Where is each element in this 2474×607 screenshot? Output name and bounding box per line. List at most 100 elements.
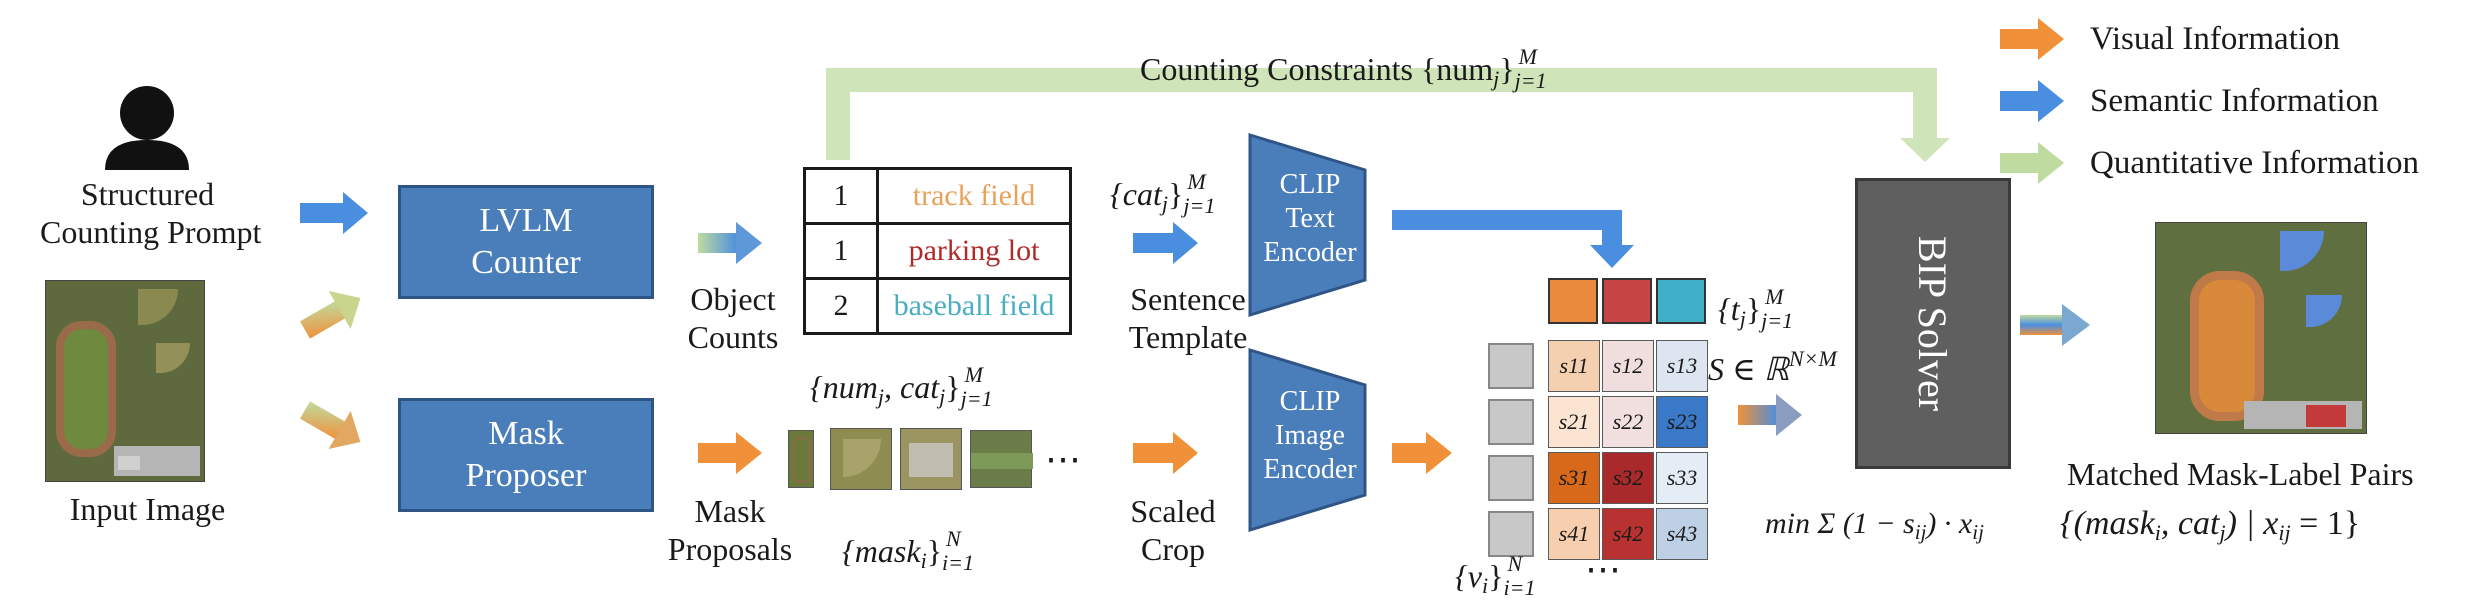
similarity-cell: s22 [1602,396,1654,448]
result-track-field [2190,271,2264,421]
s-space-sup: N×M [1789,346,1837,371]
mask-thumbs-ellipsis: ⋯ [1045,439,1081,479]
object-counts-line1: Object [690,281,776,317]
pairs-text: {(mask [2060,505,2155,542]
image-to-lvlm-arrow [300,290,361,339]
image-encoder-to-embeddings-arrow [1392,432,1452,474]
sentence-template-line2: Template [1128,319,1248,355]
similarity-cell: s31 [1548,452,1600,504]
clip-text-line2: Text [1285,203,1335,234]
category-label: baseball field [876,277,1072,335]
clip-image-line1: CLIP [1279,386,1341,417]
similarity-cell: s42 [1602,508,1654,560]
s-space-text: S ∈ ℝ [1708,351,1790,387]
scaled-crop-label: Scaled Crop [1118,492,1228,568]
matched-pairs-label: Matched Mask-Label Pairs [2067,456,2414,492]
track-field-shape [56,321,116,457]
v-set: {vi}i=1N [1455,551,1536,600]
mask-proposals-line2: Proposals [667,531,793,567]
mask-to-proposals-arrow [698,432,762,474]
num-cat-set: {numj, catj}j=1M [810,362,993,411]
bip-solver-box: BIP Solver [1855,178,2011,469]
objective-formula: min Σ (1 − sij) · xij [1765,507,1984,544]
visual-embedding-cell [1488,511,1534,557]
building-shape [118,456,140,470]
count-value: 1 [803,222,879,280]
baseball-field-shape-2 [156,343,190,373]
object-counts-line2: Counts [687,319,779,355]
visual-embedding-cell [1488,455,1534,501]
category-label: parking lot [876,222,1072,280]
lvlm-line1: LVLM [479,202,573,239]
result-baseball-field-1 [2280,231,2324,271]
similarity-cell: s23 [1656,396,1708,448]
mask-proposals-label: Mask Proposals [650,492,810,568]
legend-quantitative-label: Quantitative Information [2090,145,2419,181]
mask-line1: Mask [488,415,564,452]
v-set-text: {v [1455,558,1482,594]
visual-embedding-cell [1488,343,1534,389]
t-set-text: {t [1718,291,1740,327]
scaled-crop-arrow [1133,432,1198,474]
lvlm-to-counts-arrow [698,222,762,264]
clip-text-encoder-shape [1248,132,1367,318]
result-image [2155,222,2367,434]
result-baseball-field-2 [2306,295,2342,327]
legend-quantitative-arrow [2000,142,2064,184]
pairs-formula: {(maski, catj) | xij = 1} [2060,505,2361,545]
prompt-label-line2: Counting Prompt [40,214,262,250]
user-icon [105,86,189,170]
scaled-crop-line2: Crop [1141,531,1205,567]
prompt-to-lvlm-arrow [300,192,368,234]
input-aerial-image [45,280,205,482]
category-label: track field [876,167,1072,225]
objective-text: min Σ (1 − s [1765,507,1915,540]
clip-image-line2: Image [1275,420,1345,451]
count-value: 2 [803,277,879,335]
cat-set: {catj}j=1M [1110,169,1216,218]
counting-constraints-connector [826,68,1950,162]
text-embedding-cell [1602,278,1652,324]
baseball-field-shape-1 [138,289,178,325]
similarity-cell: s33 [1656,452,1708,504]
counting-constraints-text: Counting Constraints {num [1140,51,1494,87]
clip-text-line3: Encoder [1263,237,1357,268]
mask-proposer-box: Mask Proposer [398,398,654,512]
similarity-cell: s21 [1548,396,1600,448]
sentence-template-line1: Sentence [1130,281,1246,317]
legend-semantic-arrow [2000,80,2064,122]
similarity-cell: s12 [1602,340,1654,392]
count-value: 1 [803,167,879,225]
counting-constraints-label: Counting Constraints {numj}j=1M [1140,44,1547,93]
legend-visual-label: Visual Information [2090,21,2341,57]
bip-to-result-arrow [2020,304,2090,346]
clip-image-line3: Encoder [1263,454,1357,485]
object-counts-label: Object Counts [668,280,798,356]
mask-thumb-1 [788,430,814,488]
mask-proposals-line1: Mask [694,493,766,529]
input-image-label: Input Image [69,491,226,527]
visual-embedding-cell [1488,399,1534,445]
lvlm-counter-box: LVLM Counter [398,185,654,299]
image-to-mask-arrow [300,401,361,450]
matrix-to-bip-arrow [1738,394,1802,436]
s-space: S ∈ ℝN×M [1708,340,1837,388]
clip-image-encoder-shape [1248,347,1367,533]
text-embedding-cell [1548,278,1598,324]
mask-set-text: {mask [842,533,921,569]
matrix-ellipsis: ⋯ [1585,549,1621,589]
num-cat-set-text: {num [810,369,878,405]
legend-visual-arrow [2000,18,2064,60]
sentence-template-label: Sentence Template [1118,280,1258,356]
clip-text-line1: CLIP [1279,169,1341,200]
scaled-crop-line1: Scaled [1130,493,1216,529]
similarity-cell: s13 [1656,340,1708,392]
cat-set-text: {cat [1110,176,1162,212]
prompt-label-line1: Structured [80,176,215,212]
text-embedding-cell [1656,278,1706,324]
